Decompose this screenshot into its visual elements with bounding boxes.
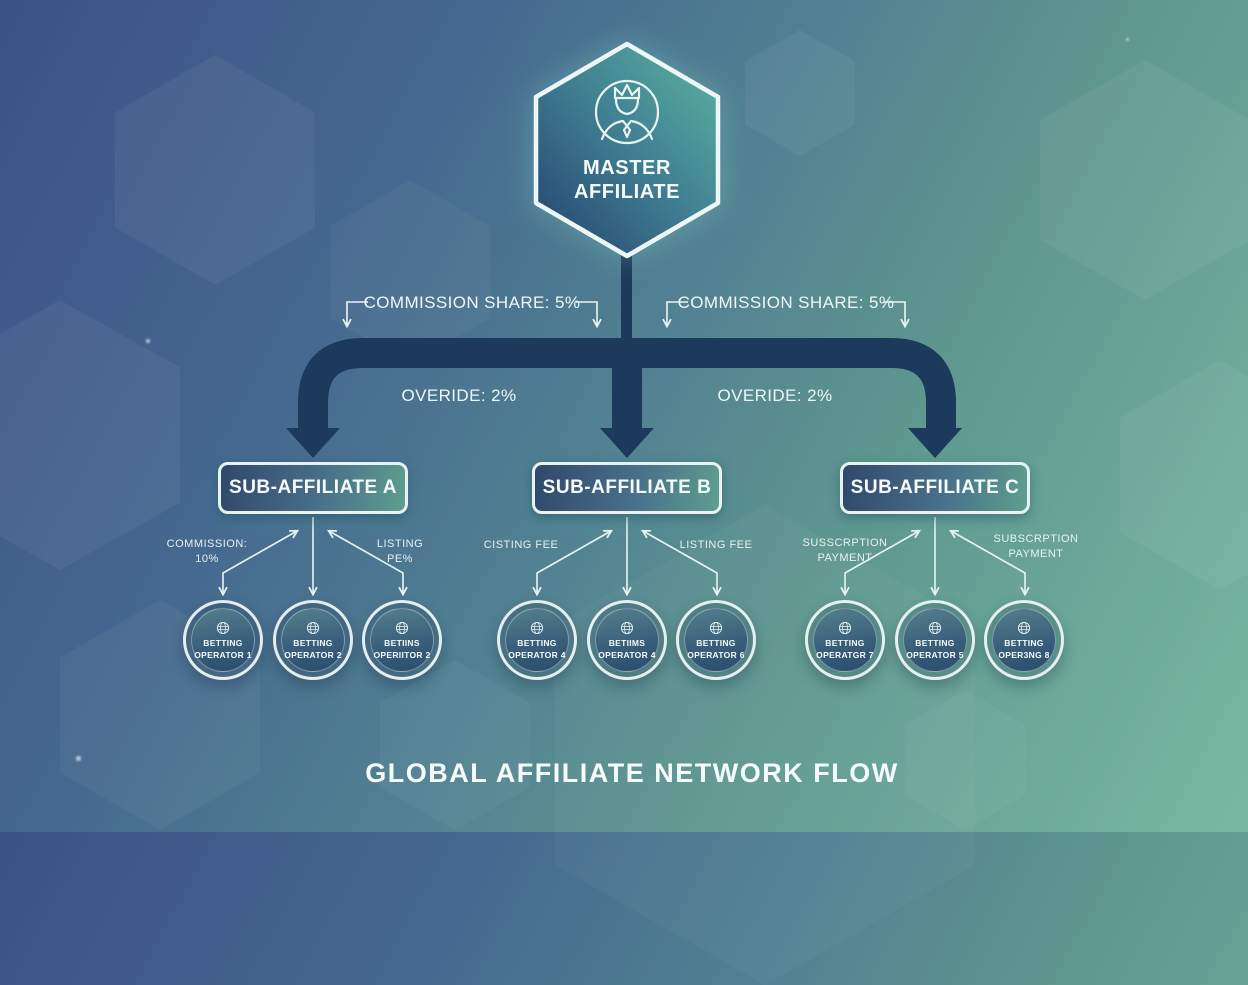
operator-disc: BETTING OPER3NG 8	[992, 608, 1056, 672]
operator-disc: BETTING OPERATOR 2	[281, 608, 345, 672]
connector-layer	[218, 250, 1030, 597]
note-listing-pe: LISTING PE%	[377, 537, 423, 567]
operator-label: OPERATGR 7	[816, 649, 874, 660]
note-cisting-fee: CISTING FEE	[484, 538, 559, 553]
operator-node-4: BETTING OPERATOR 4	[497, 600, 577, 680]
operator-label: BETTING	[915, 638, 955, 649]
globe-icon	[530, 622, 544, 635]
operator-disc: BETTING OPERATOR 5	[903, 608, 967, 672]
arrowhead-down	[600, 428, 654, 458]
operator-label: BETIINS	[384, 638, 420, 649]
sub-affiliate-c-box: SUB-AFFILIATE C	[840, 462, 1030, 514]
operator-label: OPERATOR 4	[598, 649, 656, 660]
note-listing-fee: LISTING FEE	[680, 538, 753, 553]
operator-disc: BETIINS OPERIITOR 2	[370, 608, 434, 672]
operator-node-7: BETTING OPERATGR 7	[805, 600, 885, 680]
note-line: LISTING FEE	[679, 539, 753, 551]
globe-icon	[306, 622, 320, 635]
note-subscription-right: SUBSCRPTION PAYMENT	[994, 532, 1079, 562]
operator-label: OPERATOR 6	[687, 649, 745, 660]
operator-arrows	[218, 517, 1030, 597]
note-line: CISTING FEE	[483, 539, 559, 551]
operator-disc: BETTING OPERATOR 4	[505, 608, 569, 672]
note-line: SUBSCRPTION	[993, 533, 1079, 545]
operator-label: BETTING	[517, 638, 557, 649]
commission-share-label-left: COMMISSION SHARE: 5%	[363, 293, 581, 312]
note-line: SUSSCRPTION	[802, 537, 888, 549]
globe-icon	[216, 622, 230, 635]
operator-label: BETTING	[203, 638, 243, 649]
middle-branch	[612, 350, 642, 432]
note-line: LISTING	[376, 538, 424, 550]
operator-label: OPERATOR 4	[508, 649, 566, 660]
master-affiliate-node: MASTER AFFILIATE	[527, 38, 727, 262]
sub-affiliate-b-box: SUB-AFFILIATE B	[532, 462, 722, 514]
commission-bracket-arrows	[342, 301, 910, 329]
operator-node-1: BETTING OPERATOR 1	[183, 600, 263, 680]
override-label-left: OVERIDE: 2%	[401, 386, 517, 405]
master-affiliate-label: MASTER AFFILIATE	[527, 156, 727, 205]
note-subscription-left: SUSSCRPTION PAYMENT	[803, 536, 888, 566]
trunk-stem	[621, 250, 632, 355]
globe-icon	[1017, 622, 1031, 635]
note-line: PAYMENT	[817, 551, 873, 564]
commission-share-label-right: COMMISSION SHARE: 5%	[677, 293, 895, 312]
globe-icon	[620, 622, 634, 635]
operator-node-6: BETTING OPERATOR 6	[676, 600, 756, 680]
operator-label: BETTING	[1004, 638, 1044, 649]
page-title: GLOBAL AFFILIATE NETWORK FLOW	[365, 758, 899, 788]
operator-label: OPERATOR 5	[906, 649, 964, 660]
operator-label: OPER3NG 8	[998, 649, 1050, 660]
operator-label: OPERIITOR 2	[373, 649, 431, 660]
operator-disc: BETTING OPERATOR 1	[191, 608, 255, 672]
arrowhead-down	[286, 428, 340, 458]
note-commission-10: COMMISSION: 10%	[167, 537, 248, 567]
crowned-user-icon	[594, 79, 660, 145]
globe-icon	[709, 622, 723, 635]
note-line: COMMISSION:	[166, 538, 248, 550]
globe-icon	[928, 622, 942, 635]
globe-icon	[838, 622, 852, 635]
note-line: PAYMENT	[1008, 547, 1064, 560]
note-line: 10%	[195, 552, 219, 565]
operator-label: OPERATOR 1	[194, 649, 252, 660]
operator-node-3: BETIINS OPERIITOR 2	[362, 600, 442, 680]
master-hexagon	[533, 41, 721, 259]
master-line1: MASTER	[582, 157, 672, 179]
operator-disc: BETTING OPERATGR 7	[813, 608, 877, 672]
operator-label: BETIIMS	[608, 638, 646, 649]
sub-affiliate-a-box: SUB-AFFILIATE A	[218, 462, 408, 514]
operator-label: BETTING	[293, 638, 333, 649]
operator-label: BETTING	[825, 638, 865, 649]
arrowhead-down	[908, 428, 962, 458]
affiliate-network-infographic: { "footer_title": "GLOBAL AFFILIATE NETW…	[0, 0, 1248, 832]
operator-label: OPERATOR 2	[284, 649, 342, 660]
operator-disc: BETTING OPERATOR 6	[684, 608, 748, 672]
operator-node-9: BETTING OPER3NG 8	[984, 600, 1064, 680]
globe-icon	[395, 622, 409, 635]
note-line: PE%	[387, 552, 413, 565]
override-label-right: OVERIDE: 2%	[717, 386, 833, 405]
operator-disc: BETIIMS OPERATOR 4	[595, 608, 659, 672]
operator-node-5: BETIIMS OPERATOR 4	[587, 600, 667, 680]
operator-label: BETTING	[696, 638, 736, 649]
operator-node-8: BETTING OPERATOR 5	[895, 600, 975, 680]
master-line2: AFFILIATE	[573, 181, 681, 204]
operator-node-2: BETTING OPERATOR 2	[273, 600, 353, 680]
